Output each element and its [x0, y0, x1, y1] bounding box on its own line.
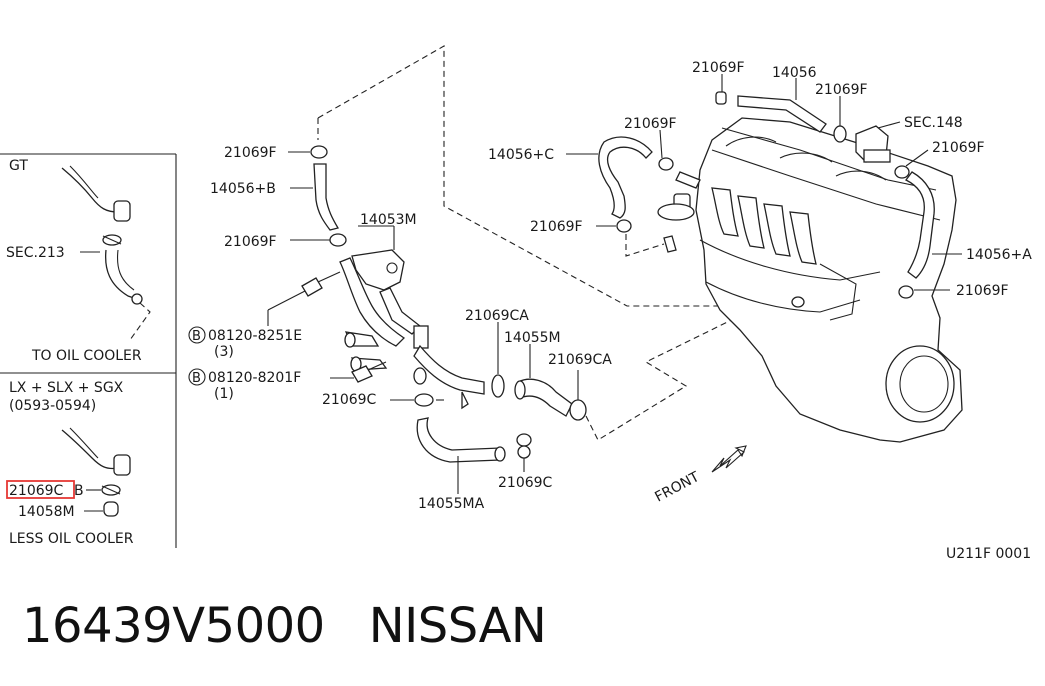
front-indicator: FRONT: [652, 445, 747, 506]
inset-lx: LX + SLX + SGX (0593-0594) 21069C B 1405…: [6, 380, 134, 547]
part-caption: 16439V5000 NISSAN: [22, 598, 547, 654]
label-b2-qty: (1): [214, 386, 234, 402]
hose-14055m: [517, 378, 573, 417]
inset-lx-note: LESS OIL COOLER: [9, 531, 134, 547]
label-b1-letter: B: [192, 329, 201, 344]
label-f1: 21069F: [224, 145, 277, 161]
hose-14056c: [598, 136, 653, 219]
caption-brand: NISSAN: [368, 598, 547, 654]
dashed-connector-upper: [317, 45, 760, 307]
inset-lx-clamp: 21069C: [9, 483, 64, 499]
gt-fitting: [113, 200, 131, 222]
crank-pulley: [885, 345, 955, 423]
label-14055m: 14055M: [504, 330, 561, 346]
label-14056b: 14056+B: [210, 181, 276, 197]
lx-cap: [103, 501, 119, 517]
gt-lower-hose: [104, 249, 141, 301]
hose-14055ma: [416, 417, 501, 463]
label-f3: 21069F: [692, 60, 745, 76]
hose-14056b: [313, 163, 340, 231]
label-c1: 21069C: [322, 392, 377, 408]
label-14055ma: 14055MA: [418, 496, 485, 512]
inset-lx-heading: LX + SLX + SGX: [9, 380, 124, 396]
label-ca1: 21069CA: [465, 308, 529, 324]
label-f4: 21069F: [815, 82, 868, 98]
diagram-code: U211F 0001: [946, 546, 1031, 562]
clamp-f1: [310, 145, 328, 159]
runner-4: [789, 211, 817, 265]
bolt-8201f: [351, 365, 373, 383]
label-f5: 21069F: [624, 116, 677, 132]
label-14053m: 14053M: [360, 212, 417, 228]
lx-fitting: [113, 454, 131, 476]
inset-panel: GT SEC.213 TO OIL COOLER LX + SLX + SGX …: [0, 153, 177, 548]
clamp-f2: [329, 233, 347, 247]
clamp-f6: [616, 219, 632, 233]
clamp-c2: [516, 433, 532, 447]
label-f7: 21069F: [932, 140, 985, 156]
label-b2-part: 08120-8201F: [208, 370, 301, 386]
clamp-f5: [658, 157, 674, 171]
inset-lx-part: 14058M: [18, 504, 75, 520]
clamp-f8: [898, 285, 914, 299]
label-b1-qty: (3): [214, 344, 234, 360]
gt-leader: [129, 302, 151, 341]
runner-3: [763, 203, 791, 257]
pipe-flange-14053m: [351, 249, 405, 291]
clamp-ca1: [491, 374, 505, 398]
clamp-f7: [894, 165, 910, 179]
bolt-8251e: [301, 277, 323, 297]
inset-gt-sec: SEC.213: [6, 245, 65, 261]
label-f8: 21069F: [956, 283, 1009, 299]
caption-part-number: 16439V5000: [22, 598, 325, 654]
label-14056a: 14056+A: [966, 247, 1032, 263]
gt-upper-hose: [61, 167, 119, 213]
label-14056: 14056: [772, 65, 817, 81]
inset-gt-note: TO OIL COOLER: [31, 348, 142, 364]
label-c2: 21069C: [498, 475, 553, 491]
left-component-group: 21069F 14056+B 21069F 14053M B 08120-825…: [188, 45, 761, 512]
hose-14056a: [905, 171, 935, 279]
front-arrow: [711, 445, 747, 473]
pipe-upper-outlet: [413, 344, 485, 395]
dashed-connector-lower: [585, 305, 761, 441]
runner-2: [737, 195, 765, 249]
label-b1-part: 08120-8251E: [208, 328, 302, 344]
label-f6: 21069F: [530, 219, 583, 235]
label-sec148: SEC.148: [904, 115, 963, 131]
clamp-ca2: [569, 399, 587, 421]
inset-lx-period: (0593-0594): [9, 398, 96, 414]
inset-lx-clamp-suffix: B: [74, 483, 84, 499]
clamp-c1: [414, 393, 434, 407]
label-f2: 21069F: [224, 234, 277, 250]
pipe-bracket: [413, 325, 429, 349]
pipe-14053m-arm: [339, 257, 406, 347]
label-ca2: 21069CA: [548, 352, 612, 368]
inset-gt-heading: GT: [9, 158, 28, 174]
hose-14056: [737, 95, 827, 133]
clamp-f4: [833, 125, 847, 143]
label-b2-letter: B: [192, 371, 201, 386]
label-front: FRONT: [652, 469, 702, 506]
label-14056c: 14056+C: [488, 147, 554, 163]
engine-group: 14056 21069F 21069F SEC.148 14056+C 2106…: [488, 60, 1032, 506]
clamp-f3: [715, 91, 727, 105]
inset-gt: GT SEC.213 TO OIL COOLER: [6, 158, 151, 364]
runner-1: [711, 187, 739, 237]
highlight-box: [6, 480, 75, 499]
